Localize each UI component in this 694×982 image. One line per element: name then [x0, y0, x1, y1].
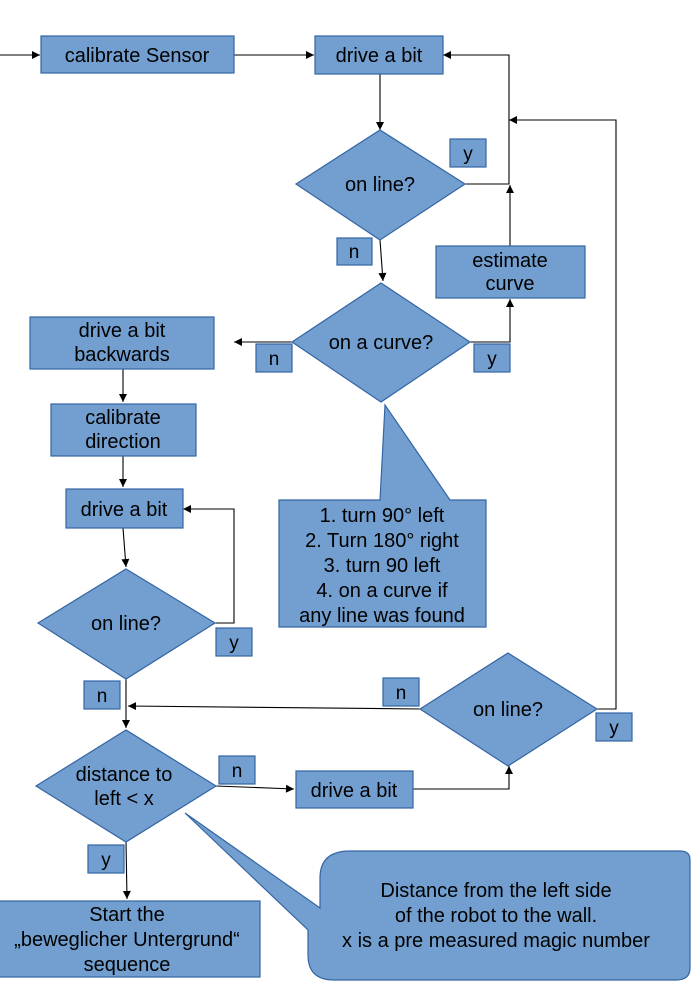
drive-mid-label: drive a bit	[81, 499, 168, 521]
start-seq-line-3: sequence	[84, 954, 171, 976]
edge-drive-to-online2	[121, 527, 130, 568]
edge-online3-yes	[509, 116, 617, 710]
drive-back-line-1: drive a bit	[79, 320, 166, 342]
label-online1-no: n	[336, 237, 373, 266]
label-curve-yes: y	[473, 343, 511, 373]
node-drive-mid: drive a bit	[65, 488, 184, 529]
svg-text:n: n	[349, 242, 360, 263]
curve-step-3: 3. turn 90 left	[324, 555, 441, 577]
edge-online2-yes	[183, 505, 235, 624]
node-drive-backwards: drive a bit backwards	[29, 316, 215, 370]
svg-text:y: y	[101, 850, 111, 871]
svg-text:n: n	[97, 686, 108, 707]
node-drive-top: drive a bit	[314, 35, 444, 75]
drive-bottom-label: drive a bit	[311, 780, 398, 802]
svg-text:n: n	[232, 761, 243, 782]
svg-text:y: y	[609, 718, 619, 739]
node-calibrate-direction: calibrate direction	[50, 403, 197, 457]
curve-step-5: any line was found	[299, 605, 465, 627]
label-online2-no: n	[83, 680, 121, 710]
svg-text:y: y	[487, 349, 497, 370]
node-drive-bottom: drive a bit	[295, 770, 414, 809]
decision-online-1: on line?	[294, 129, 467, 241]
curve-step-1: 1. turn 90° left	[320, 505, 445, 527]
svg-text:y: y	[463, 144, 473, 165]
edge-distance-yes	[122, 841, 131, 900]
svg-text:y: y	[229, 633, 239, 654]
decision-online-3: on line?	[418, 652, 599, 767]
svg-text:n: n	[396, 683, 407, 704]
decision-distance: distance to left < x	[34, 729, 218, 843]
online-1-label: on line?	[345, 174, 415, 196]
drive-back-line-2: backwards	[74, 344, 170, 366]
calibrate-sensor-label: calibrate Sensor	[65, 45, 210, 67]
online-2-label: on line?	[91, 613, 161, 635]
callout-curve-steps-shape	[278, 403, 487, 628]
decision-on-curve: on a curve?	[290, 282, 472, 403]
label-online1-yes: y	[449, 138, 487, 168]
label-online2-yes: y	[215, 627, 253, 657]
edge-distance-no	[215, 784, 295, 793]
start-seq-line-1: Start the	[89, 904, 165, 926]
distance-line-2: left < x	[94, 788, 153, 810]
edge-curve-yes	[470, 299, 514, 343]
on-curve-label: on a curve?	[329, 332, 434, 354]
callout-distance-note: Distance from the left side of the robot…	[184, 812, 691, 981]
calibrate-dir-line-2: direction	[85, 431, 161, 453]
distance-line-1: distance to	[76, 764, 173, 786]
label-distance-no: n	[218, 755, 256, 785]
node-start-sequence: Start the „beweglicher Untergrund“ seque…	[0, 900, 261, 978]
distance-note-line-3: x is a pre measured magic number	[342, 930, 650, 952]
label-distance-yes: y	[87, 844, 125, 874]
callout-curve-steps: 1. turn 90° left 2. Turn 180° right 3. t…	[278, 403, 487, 628]
branch-labels: y n n y y n n y	[83, 138, 633, 874]
label-online3-yes: y	[595, 712, 633, 742]
edges	[0, 51, 617, 900]
label-online3-no: n	[382, 677, 420, 707]
drive-top-label: drive a bit	[336, 45, 423, 67]
calibrate-dir-line-1: calibrate	[85, 407, 161, 429]
estimate-curve-line-1: estimate	[472, 250, 548, 272]
estimate-curve-line-2: curve	[486, 273, 535, 295]
distance-note-line-2: of the robot to the wall.	[395, 905, 597, 927]
edge-online3-no	[127, 702, 421, 711]
curve-step-2: 2. Turn 180° right	[305, 530, 459, 552]
distance-note-line-1: Distance from the left side	[380, 880, 611, 902]
curve-step-4: 4. on a curve if	[316, 580, 448, 602]
node-estimate-curve: estimate curve	[435, 245, 586, 299]
online-3-label: on line?	[473, 699, 543, 721]
decision-online-2: on line?	[36, 568, 217, 680]
node-calibrate-sensor: calibrate Sensor	[40, 35, 235, 74]
edge-drive-to-online3	[413, 766, 513, 790]
svg-text:n: n	[269, 349, 280, 370]
label-curve-no: n	[255, 343, 293, 373]
edge-online1-no	[378, 239, 387, 282]
callout-distance-note-shape	[184, 812, 691, 981]
start-seq-line-2: „beweglicher Untergrund“	[14, 929, 240, 951]
